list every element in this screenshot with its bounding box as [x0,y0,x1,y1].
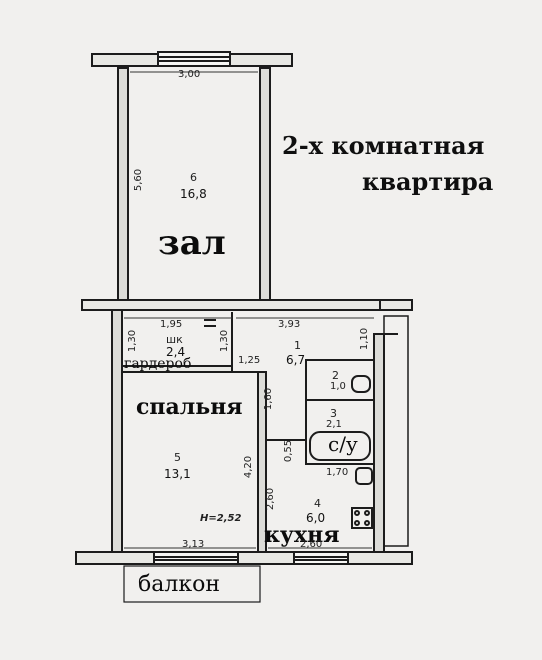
room-4-area: 6,0 [306,511,326,525]
room-5-number: 5 [174,451,181,464]
room-3-number: 3 [330,407,337,420]
ceiling-height: H=2,52 [200,513,242,524]
dim-hall-length: 5,60 [133,168,145,192]
room-1-area: 6,7 [286,353,306,367]
stove [351,507,373,529]
dim-corridor-narrow: 1,60 [263,387,275,411]
dim-corridor-side: 1,10 [359,327,371,351]
dim-corridor-width: 3,93 [278,319,301,330]
room-5-area: 13,1 [164,467,191,481]
room-5-name: спальня [136,394,243,420]
dim-wardrobe-right: 1,30 [219,329,231,353]
sink [355,467,373,485]
title-line-2: квартира [362,167,494,196]
dim-bedroom-length: 4,20 [243,455,255,479]
dim-bedroom-top: 1,25 [238,355,261,366]
room-3-area: 2,1 [326,419,342,430]
bathtub [309,431,371,461]
room-wardrobe-number: шк [166,333,183,346]
right-outer-wall [373,333,385,557]
room-3-name: с/у [328,432,358,456]
room-wardrobe-name: гардероб [124,356,192,372]
room-4-name: кухня [264,522,340,548]
left-outer-wall [111,309,123,557]
dim-kitchen-bottom: 2,60 [300,539,323,550]
room-wardrobe-area: 2,4 [166,345,186,359]
room-4-number: 4 [314,497,321,510]
dim-bath-width: 1,70 [326,467,349,478]
room-2-number: 2 [332,369,339,382]
bathroom-block [305,359,375,465]
right-stub [383,315,409,547]
middle-wall [81,299,413,311]
dim-kitchen-side: 2,60 [265,487,277,511]
room-6-number: 6 [190,171,197,184]
bedroom-wall [257,371,267,553]
balcony-label: балкон [138,572,220,597]
dim-hall-top: 3,00 [178,69,201,80]
room-6-name: зал [158,223,226,263]
room-2-area: 1,0 [330,381,346,392]
hall-wall-left [117,67,129,305]
dim-bath-gap: 0,55 [283,439,295,463]
bottom-wall [75,551,413,565]
hall-window [157,51,231,67]
dim-wardrobe-width: 1,95 [160,319,183,330]
hall-wall-right [259,67,271,305]
dim-wardrobe-left: 1,30 [127,329,139,353]
room-6-area: 16,8 [180,187,207,201]
title-line-1: 2-х комнатная [282,131,485,160]
dim-bedroom-bottom: 3,13 [182,539,205,550]
toilet [351,375,371,393]
room-1-number: 1 [294,339,301,352]
balcony-outline [123,565,261,603]
